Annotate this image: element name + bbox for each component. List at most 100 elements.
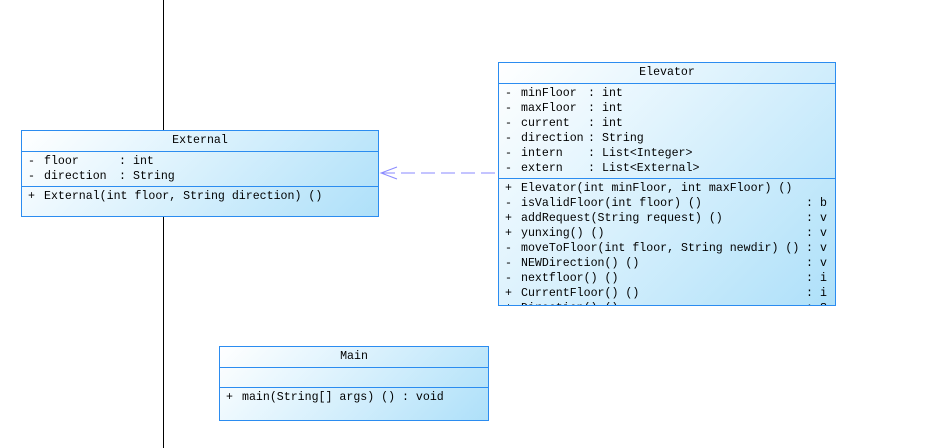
method-signature: main(String[] args) () : void (242, 391, 444, 404)
visibility: + (505, 212, 512, 225)
visibility: - (505, 242, 512, 255)
visibility: - (505, 102, 512, 115)
visibility: + (28, 190, 35, 203)
visibility: - (505, 147, 512, 160)
return-type: v (820, 242, 827, 255)
visibility: + (505, 182, 512, 195)
return-type: v (820, 227, 827, 240)
method-signature: Direction() () (521, 301, 618, 305)
method-signature: External(int floor, String direction) () (44, 190, 323, 203)
class-name: Main (220, 347, 488, 368)
method-signature: yunxing() () (521, 227, 605, 240)
visibility: - (505, 117, 512, 130)
type-separator: : (588, 132, 595, 145)
attribute-row[interactable]: -direction: String (499, 131, 835, 146)
arrowhead-icon (379, 166, 398, 180)
method-row[interactable]: + addRequest(String request) (): v (499, 211, 835, 226)
attribute-row[interactable]: -intern: List<Integer> (499, 146, 835, 161)
method-row[interactable]: -NEWDirection() ():v (499, 256, 835, 271)
visibility: + (505, 287, 512, 300)
method-row[interactable]: + main(String[] args) () : void (220, 390, 488, 405)
attribute-name: extern (521, 162, 563, 175)
attribute-type: int (602, 102, 623, 115)
method-row[interactable]: -moveToFloor(int floor, String newdir) (… (499, 241, 835, 256)
class-elevator[interactable]: Elevator-minFloor:int-maxFloor:int-curre… (498, 62, 836, 306)
return-type: i (820, 287, 827, 300)
method-signature: Elevator(int minFloor, int maxFloor) () (521, 182, 793, 195)
attribute-row[interactable]: -maxFloor: int (499, 101, 835, 116)
attributes-section: -minFloor:int-maxFloor:int-current:int-d… (499, 84, 835, 179)
visibility: - (505, 272, 512, 285)
method-signature: isValidFloor(int floor) () (521, 197, 702, 210)
visibility: - (505, 87, 512, 100)
return-type: i (820, 272, 827, 285)
return-type: b (820, 197, 827, 210)
method-row[interactable]: + Direction() (): S (499, 301, 835, 305)
class-external[interactable]: External-floor:int-direction:String+Exte… (21, 130, 379, 217)
class-main[interactable]: Main + main(String[] args) () : void (219, 346, 489, 421)
method-signature: nextfloor() () (521, 272, 619, 285)
method-row[interactable]: + Elevator(int minFloor, int maxFloor) () (499, 181, 835, 196)
visibility: - (28, 170, 35, 183)
attribute-name: intern (521, 147, 563, 160)
attribute-name: maxFloor (521, 102, 577, 115)
class-name: Elevator (499, 63, 835, 84)
methods-section: + Elevator(int minFloor, int maxFloor) ()… (499, 179, 835, 305)
attribute-row[interactable]: -direction: String (22, 169, 378, 184)
attribute-name: minFloor (521, 87, 577, 100)
type-separator: : (588, 87, 595, 100)
attribute-type: int (602, 87, 623, 100)
return-separator: : (806, 227, 813, 240)
method-signature: NEWDirection() () (521, 257, 640, 270)
attribute-row[interactable]: -extern: List<External> (499, 161, 835, 176)
return-type: S (820, 301, 827, 305)
methods-section: + External(int floor, String direction) (… (22, 187, 378, 206)
visibility: - (505, 132, 512, 145)
attributes-section: -floor:int-direction:String (22, 152, 378, 187)
lifeline (163, 0, 164, 448)
return-separator: : (806, 212, 813, 225)
method-signature: moveToFloor(int floor, String newdir) () (521, 242, 800, 255)
visibility: - (28, 155, 35, 168)
type-separator: : (588, 117, 595, 130)
attribute-name: direction (44, 170, 107, 183)
return-separator: : (806, 257, 813, 270)
method-row[interactable]: -isValidFloor(int floor) (): b (499, 196, 835, 211)
attribute-type: List<Integer> (602, 147, 693, 160)
methods-section: + main(String[] args) () : void (220, 388, 488, 407)
attributes-section (220, 368, 488, 388)
return-type: v (820, 212, 827, 225)
attribute-type: String (133, 170, 175, 183)
return-separator: : (806, 197, 813, 210)
visibility: - (505, 162, 512, 175)
visibility: + (505, 301, 512, 305)
return-separator: : (806, 301, 813, 305)
attribute-type: int (602, 117, 623, 130)
attribute-name: direction (521, 132, 584, 145)
type-separator: : (588, 162, 595, 175)
return-separator: : (806, 242, 813, 255)
method-row[interactable]: + External(int floor, String direction) (… (22, 189, 378, 204)
attribute-row[interactable]: -minFloor: int (499, 86, 835, 101)
type-separator: : (119, 170, 126, 183)
attribute-type: int (133, 155, 154, 168)
method-row[interactable]: +CurrentFloor() ():i (499, 286, 835, 301)
attribute-row[interactable]: -floor:int (22, 154, 378, 169)
attribute-type: List<External> (602, 162, 700, 175)
method-row[interactable]: + yunxing() (): v (499, 226, 835, 241)
attribute-name: current (521, 117, 570, 130)
type-separator: : (588, 102, 595, 115)
method-signature: addRequest(String request) () (521, 212, 723, 225)
return-type: v (820, 257, 827, 270)
attribute-type: String (602, 132, 644, 145)
type-separator: : (119, 155, 126, 168)
attribute-row[interactable]: -current: int (499, 116, 835, 131)
visibility: + (226, 391, 233, 404)
type-separator: : (588, 147, 595, 160)
visibility: - (505, 197, 512, 210)
method-row[interactable]: -nextfloor() ():i (499, 271, 835, 286)
class-name: External (22, 131, 378, 152)
visibility: + (505, 227, 512, 240)
method-signature: CurrentFloor() () (521, 287, 640, 300)
